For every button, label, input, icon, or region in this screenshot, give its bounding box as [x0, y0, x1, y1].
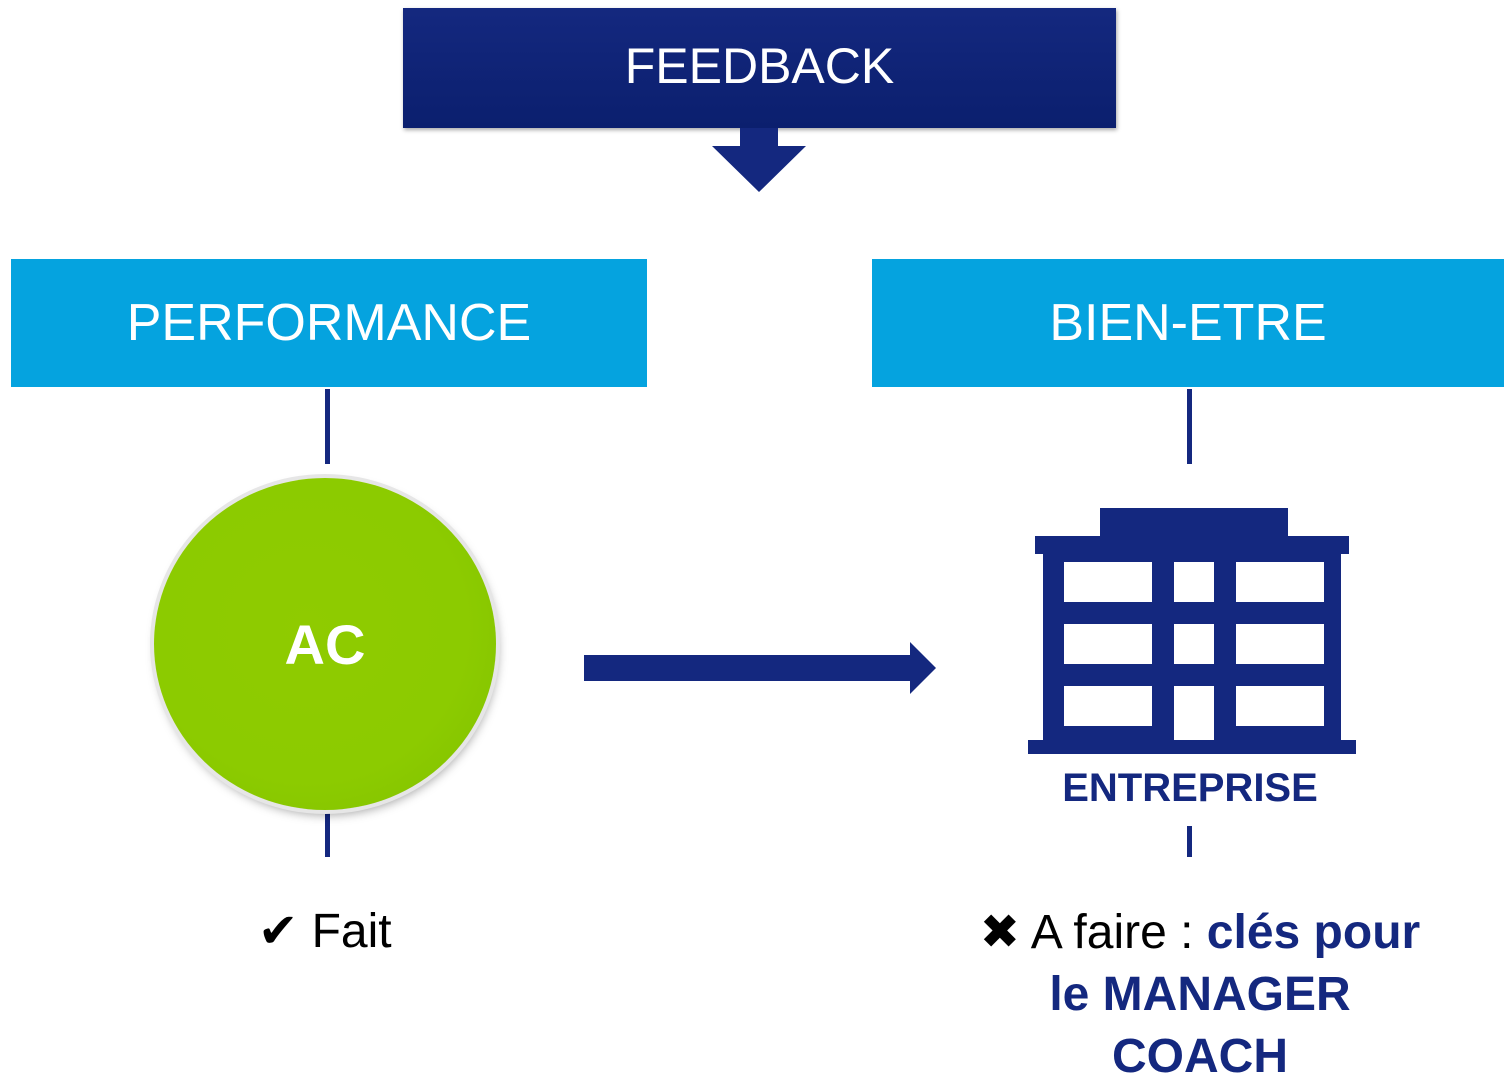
entreprise-label: ENTREPRISE [1062, 766, 1318, 810]
feedback-label: FEEDBACK [624, 38, 895, 94]
cles-line-2: le MANAGER [1049, 968, 1351, 1021]
fait-status: ✔ Fait [258, 903, 392, 959]
cles-line-3: COACH [1112, 1030, 1288, 1083]
performance-label: PERFORMANCE [126, 294, 532, 352]
feedback-box: FEEDBACK [403, 8, 1116, 128]
a-faire-status: ✖ A faire : clés pour le MANAGER COACH [930, 902, 1470, 1088]
ac-label: AC [284, 612, 366, 676]
right-arrow-icon [584, 642, 936, 694]
ac-connector [325, 812, 330, 857]
cles-line-1: clés pour [1206, 906, 1421, 959]
entreprise-connector [1187, 826, 1192, 857]
bien-etre-box: BIEN-ETRE [872, 259, 1504, 387]
a-faire-label: A faire : [1030, 906, 1207, 959]
cross-icon: ✖ [979, 906, 1021, 959]
down-arrow-icon [712, 128, 806, 192]
performance-connector [325, 389, 330, 464]
bien-etre-label: BIEN-ETRE [1049, 294, 1327, 352]
performance-box: PERFORMANCE [11, 259, 647, 387]
check-icon: ✔ [258, 905, 299, 958]
bien-etre-connector [1187, 389, 1192, 464]
ac-circle: AC [154, 478, 496, 810]
fait-label: Fait [311, 905, 392, 958]
a-faire-line-1: ✖ A faire : clés pour [930, 902, 1470, 964]
